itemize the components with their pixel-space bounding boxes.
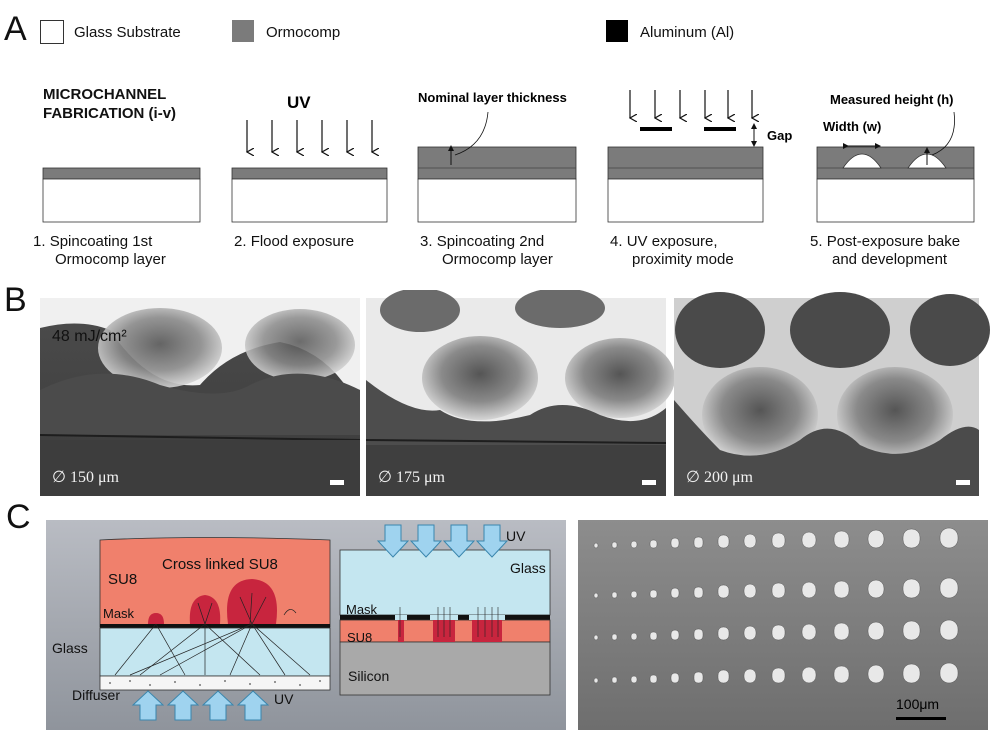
step3-caption: 3. Spincoating 2nd Ormocomp layer bbox=[420, 233, 553, 269]
fabrication-title-line2: FABRICATION (i-v) bbox=[43, 105, 177, 122]
pillar-row-1 bbox=[593, 527, 959, 549]
step5-diagram bbox=[816, 111, 975, 223]
step2-diagram bbox=[231, 120, 388, 223]
cross-linked-su8-label: Cross linked SU8 bbox=[162, 556, 278, 573]
step4-caption: 4. UV exposure, proximity mode bbox=[610, 233, 734, 269]
sem-image-150 bbox=[39, 298, 361, 496]
panel-c-letter: C bbox=[6, 498, 31, 536]
step1-line2: Ormocomp layer bbox=[55, 251, 166, 268]
panel-a-letter: A bbox=[4, 10, 27, 48]
left-mask-label: Mask bbox=[103, 606, 135, 621]
fabrication-title-line1: MICROCHANNEL bbox=[43, 86, 167, 103]
legend-ormocomp-label: Ormocomp bbox=[266, 24, 341, 41]
step2-line1: Flood exposure bbox=[250, 233, 355, 250]
step5-number: 5. bbox=[810, 233, 823, 250]
pillar-row-2 bbox=[593, 577, 959, 599]
legend-aluminum-label: Aluminum (Al) bbox=[640, 24, 735, 41]
fabrication-title: MICROCHANNEL FABRICATION (i-v) bbox=[43, 85, 176, 123]
step1-diagram bbox=[42, 167, 201, 223]
dose-label: 48 mJ/cm² bbox=[52, 328, 127, 345]
legend-glass-label: Glass Substrate bbox=[74, 24, 181, 41]
step3-line1: Spincoating 2nd bbox=[436, 233, 545, 250]
gap-label: Gap bbox=[767, 128, 792, 143]
step4-number: 4. bbox=[610, 233, 623, 250]
step3-line2: Ormocomp layer bbox=[442, 251, 553, 268]
legend-ormocomp-swatch bbox=[232, 20, 254, 42]
step1-line1: Spincoating 1st bbox=[49, 233, 153, 250]
width-label: Width (w) bbox=[823, 119, 881, 134]
step5-caption: 5. Post-exposure bake and development bbox=[810, 233, 960, 269]
pillar-rows bbox=[593, 527, 959, 684]
panel-b-letter: B bbox=[4, 281, 27, 319]
scale-bar-label: 100μm bbox=[896, 696, 940, 712]
diameter-200-label: ∅ 200 μm bbox=[686, 469, 753, 486]
legend-aluminum-swatch bbox=[606, 20, 628, 42]
middle-mask-label: Mask bbox=[346, 602, 378, 617]
step4-line1: UV exposure, bbox=[626, 233, 718, 250]
uv-label: UV bbox=[287, 93, 311, 112]
middle-su8-label: SU8 bbox=[347, 630, 373, 645]
step5-line2: and development bbox=[832, 251, 948, 268]
sem-micropillar-array bbox=[578, 520, 988, 730]
middle-schematic bbox=[339, 524, 551, 696]
middle-uv-label: UV bbox=[506, 528, 526, 544]
step1-number: 1. bbox=[33, 233, 46, 250]
nominal-thickness-label: Nominal layer thickness bbox=[418, 90, 567, 105]
step4-line2: proximity mode bbox=[632, 251, 734, 268]
flood-uv-arrows bbox=[247, 120, 372, 152]
diameter-150-label: ∅ 150 μm bbox=[52, 469, 119, 486]
legend-glass-swatch bbox=[40, 20, 64, 44]
fabrication-schematic: UV Nominal layer thickness Gap bbox=[42, 90, 975, 223]
left-schematic bbox=[99, 537, 331, 721]
step4-diagram bbox=[607, 90, 764, 223]
left-glass-label: Glass bbox=[52, 640, 88, 656]
lithography-schematics bbox=[46, 520, 988, 730]
step5-line1: Post-exposure bake bbox=[826, 233, 961, 250]
left-uv-label: UV bbox=[274, 691, 294, 707]
step3-diagram bbox=[417, 111, 577, 223]
step2-caption: 2. Flood exposure bbox=[234, 233, 354, 251]
proximity-uv-arrows bbox=[630, 90, 752, 118]
middle-glass-label: Glass bbox=[510, 560, 546, 576]
sem-image-175 bbox=[365, 290, 675, 496]
pillar-row-4 bbox=[593, 662, 959, 684]
su8-label: SU8 bbox=[108, 571, 138, 588]
step1-caption: 1. Spincoating 1st Ormocomp layer bbox=[33, 233, 166, 269]
step2-number: 2. bbox=[234, 233, 247, 250]
sem-image-200 bbox=[674, 292, 990, 496]
diameter-175-label: ∅ 175 μm bbox=[378, 469, 445, 486]
silicon-label: Silicon bbox=[348, 668, 390, 684]
diffuser-label: Diffuser bbox=[72, 687, 120, 703]
measured-height-label: Measured height (h) bbox=[830, 92, 954, 107]
sem-micrographs bbox=[39, 290, 990, 496]
pillar-row-3 bbox=[593, 619, 959, 641]
step3-number: 3. bbox=[420, 233, 433, 250]
